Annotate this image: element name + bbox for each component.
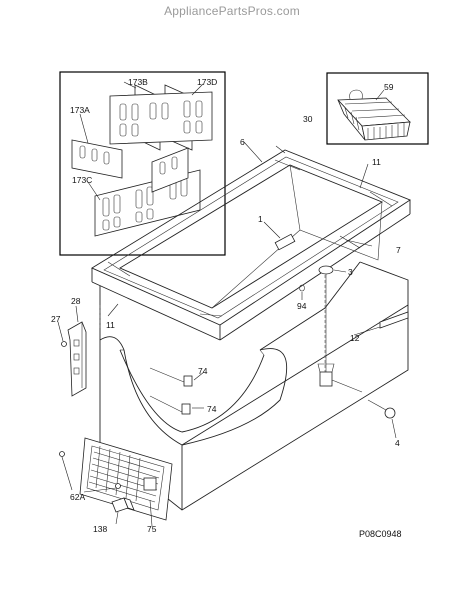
label-75: 75 [147,524,157,534]
diagram-code: P08C0948 [359,529,402,539]
basket-inset [326,72,429,145]
label-12: 12 [350,333,360,343]
lid-frame [91,141,411,341]
divider-inset [59,71,226,256]
part-74-clip-a [183,375,193,387]
label-1: 1 [258,214,263,224]
divider-173c [94,169,201,237]
part-4-drain-plug [384,407,396,419]
part-62a-screw-bottom [115,483,121,489]
label-138: 138 [93,524,107,534]
basket-59 [337,89,411,141]
divider-inset-frame [59,71,226,256]
part-3-knob [318,265,334,275]
part-75-grille [59,437,173,527]
label-74-top: 74 [198,366,208,376]
label-11-top: 11 [372,157,381,167]
label-59: 59 [384,82,394,92]
cabinet-body [57,235,409,511]
label-74-bottom: 74 [207,404,217,414]
label-28: 28 [71,296,81,306]
divider-long-back [109,91,213,145]
label-62a: 62A [70,492,85,502]
part-74-clip-b [181,403,191,415]
label-173c: 173C [72,175,92,185]
watermark-text: AppliancePartsPros.com [164,4,300,18]
label-173a: 173A [70,105,90,115]
label-7: 7 [396,245,401,255]
label-173b: 173B [128,77,148,87]
label-11-left: 11 [106,320,115,330]
divider-173a [71,139,123,179]
label-30: 30 [303,114,313,124]
label-3: 3 [348,267,353,277]
part-28-hinge [67,321,87,397]
part-75-control-box [143,477,157,491]
label-94: 94 [297,301,307,311]
part-62a-screw-top [59,451,65,457]
label-27: 27 [51,314,61,324]
basket-inset-frame [326,72,429,145]
divider-side-panel [151,147,189,193]
label-173d: 173D [197,77,217,87]
label-4: 4 [395,438,400,448]
lid-switch-1 [274,233,296,251]
part-138 [111,497,135,525]
label-6: 6 [240,137,245,147]
